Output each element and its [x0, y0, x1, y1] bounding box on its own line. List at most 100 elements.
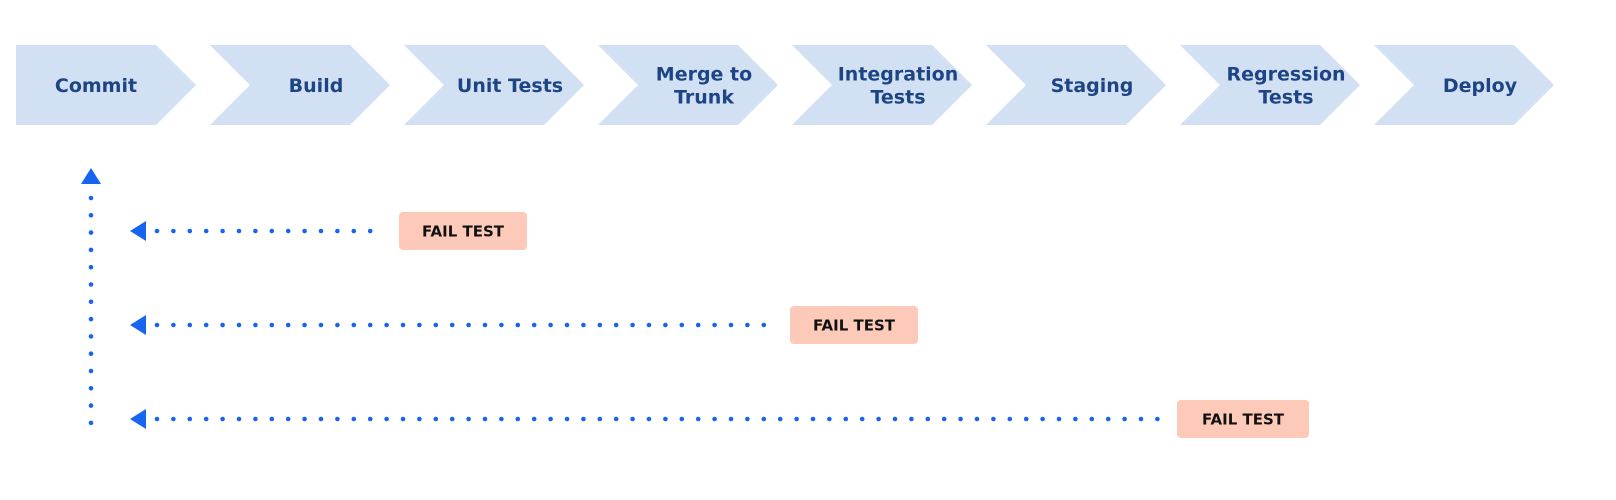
dot: [745, 322, 750, 328]
dot: [548, 322, 553, 328]
dot: [220, 228, 225, 234]
dot: [761, 322, 767, 328]
stage-label: Tests: [870, 87, 925, 109]
dot: [482, 322, 488, 328]
dot: [88, 299, 94, 305]
dot: [351, 228, 357, 234]
dot: [236, 322, 242, 328]
stage-unit-tests: Unit Tests: [404, 45, 584, 125]
dot: [499, 416, 504, 422]
stage-label: Tests: [1258, 87, 1313, 109]
dot: [203, 228, 209, 234]
dot: [88, 316, 94, 322]
dot: [433, 416, 439, 422]
dot: [794, 416, 799, 422]
dot: [154, 228, 160, 234]
dot: [335, 416, 340, 422]
dot: [1122, 416, 1127, 422]
dot: [1007, 416, 1013, 422]
dot: [269, 416, 275, 422]
dot: [909, 416, 914, 422]
dot: [581, 322, 586, 328]
dot: [384, 322, 389, 328]
dot: [187, 416, 193, 422]
dot: [663, 416, 668, 422]
dot: [892, 416, 898, 422]
dot: [1040, 416, 1045, 422]
stage-label: Integration: [838, 64, 959, 86]
dot: [761, 416, 767, 422]
dot: [991, 416, 996, 422]
stage-chevron: [404, 45, 584, 125]
fail-test-badge: [399, 212, 527, 250]
dot: [367, 416, 373, 422]
dot: [417, 322, 422, 328]
dot: [88, 386, 94, 391]
dot: [843, 416, 849, 422]
stage-chevron: [598, 45, 778, 125]
feedback-regression-tests: FAIL TEST: [130, 400, 1309, 438]
feedback-unit-tests: FAIL TEST: [130, 212, 527, 250]
dot: [941, 416, 947, 422]
dot: [564, 416, 570, 422]
dot: [367, 228, 373, 234]
dot: [351, 322, 357, 328]
dot: [613, 416, 619, 422]
fail-test-badge: [1177, 400, 1309, 438]
stage-chevron: [986, 45, 1166, 125]
dot: [203, 416, 209, 422]
dot: [154, 416, 160, 422]
dot: [367, 322, 373, 328]
dot: [285, 416, 291, 422]
dot: [531, 416, 537, 422]
dot: [236, 416, 242, 422]
dot: [88, 230, 94, 235]
dot: [482, 416, 488, 422]
stage-label: Build: [289, 75, 344, 97]
dot: [695, 416, 701, 422]
dot: [203, 322, 209, 328]
stage-commit: Commit: [16, 45, 196, 125]
dot: [318, 416, 324, 422]
dot: [253, 416, 258, 422]
dot: [449, 416, 455, 422]
dot: [712, 322, 717, 328]
dot: [1089, 416, 1095, 422]
dot: [335, 322, 340, 328]
dot: [400, 416, 406, 422]
dot: [564, 322, 570, 328]
dot: [597, 322, 603, 328]
dot: [171, 228, 176, 234]
dot: [88, 247, 94, 253]
dot: [88, 351, 94, 357]
stage-label: Merge to: [656, 64, 752, 86]
dot: [449, 322, 455, 328]
dot: [220, 322, 225, 328]
return-line-vertical: [88, 195, 94, 426]
arrow-left-icon: [130, 409, 146, 429]
dot: [679, 322, 685, 328]
dot: [745, 416, 750, 422]
dot: [88, 334, 94, 339]
dot: [285, 322, 291, 328]
stage-chevron: [1374, 45, 1554, 125]
stage-label: Regression: [1226, 64, 1345, 86]
dot: [269, 228, 275, 234]
dot: [1138, 416, 1144, 422]
dot: [318, 228, 324, 234]
dot: [646, 416, 652, 422]
dot: [433, 322, 439, 328]
arrow-up-to-commit: [81, 168, 101, 184]
dot: [302, 322, 307, 328]
dot: [302, 416, 307, 422]
dot: [351, 416, 357, 422]
dot: [171, 322, 176, 328]
dot: [253, 322, 258, 328]
dot: [154, 322, 160, 328]
dot: [269, 322, 275, 328]
